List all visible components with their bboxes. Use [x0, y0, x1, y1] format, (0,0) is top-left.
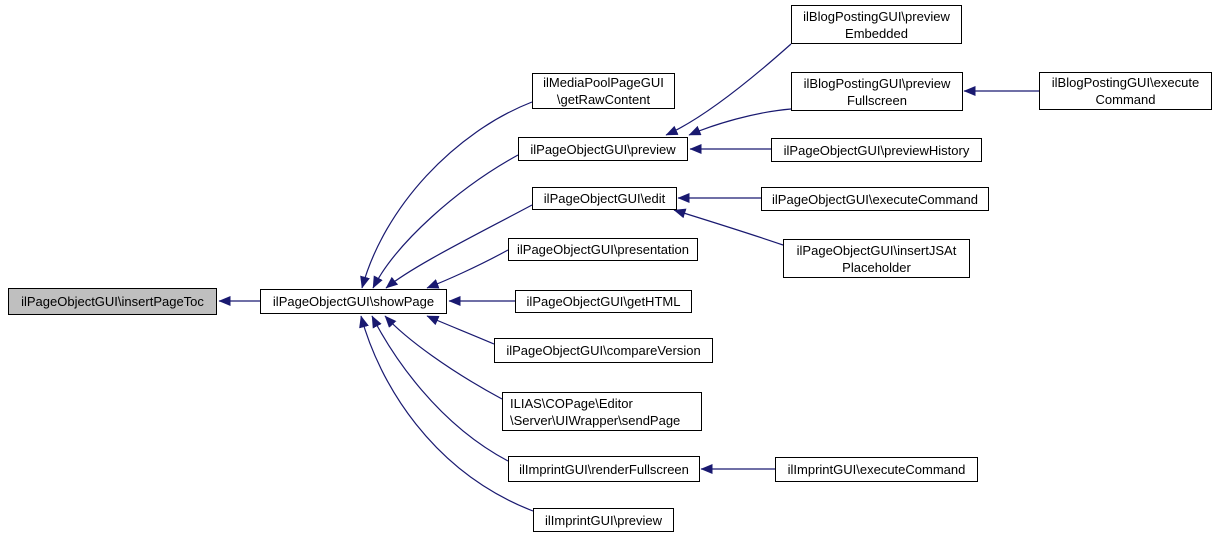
- node-previewEmbedded[interactable]: ilBlogPostingGUI\preview Embedded: [791, 5, 962, 44]
- node-imprintPreview[interactable]: ilImprintGUI\preview: [533, 508, 674, 532]
- edge-preview-to-showPage: [372, 154, 519, 289]
- node-showPage[interactable]: ilPageObjectGUI\showPage: [260, 289, 447, 314]
- node-preview[interactable]: ilPageObjectGUI\preview: [518, 137, 688, 161]
- node-blogExecuteCommand[interactable]: ilBlogPostingGUI\execute Command: [1039, 72, 1212, 110]
- edge-compareVersion-to-showPage: [426, 315, 495, 345]
- edge-previewFullscreen-to-preview: [688, 108, 792, 136]
- node-previewFullscreen[interactable]: ilBlogPostingGUI\preview Fullscreen: [791, 72, 963, 111]
- node-pageExecuteCommand[interactable]: ilPageObjectGUI\executeCommand: [761, 187, 989, 211]
- edge-renderFullscreen-to-showPage: [371, 315, 509, 462]
- node-renderFullscreen[interactable]: ilImprintGUI\renderFullscreen: [508, 456, 700, 482]
- node-compareVersion[interactable]: ilPageObjectGUI\compareVersion: [494, 338, 713, 363]
- edge-edit-to-showPage: [385, 204, 533, 289]
- edge-insertJSAtPlaceholder-to-edit: [673, 208, 784, 246]
- node-presentation[interactable]: ilPageObjectGUI\presentation: [508, 238, 698, 261]
- edge-imprintPreview-to-showPage: [359, 315, 534, 512]
- node-previewHistory[interactable]: ilPageObjectGUI\previewHistory: [771, 138, 982, 162]
- node-insertJSAtPlaceholder[interactable]: ilPageObjectGUI\insertJSAt Placeholder: [783, 239, 970, 278]
- node-imprintExecuteCommand[interactable]: ilImprintGUI\executeCommand: [775, 457, 978, 482]
- edge-presentation-to-showPage: [426, 249, 509, 289]
- edge-sendPage-to-showPage: [384, 315, 503, 400]
- node-getHTML[interactable]: ilPageObjectGUI\getHTML: [515, 290, 692, 313]
- edge-previewEmbedded-to-preview: [665, 43, 792, 136]
- node-sendPage[interactable]: ILIAS\COPage\Editor \Server\UIWrapper\se…: [502, 392, 702, 431]
- node-insertPageToc: ilPageObjectGUI\insertPageToc: [8, 288, 217, 315]
- edge-getRawContent-to-showPage: [360, 101, 533, 289]
- node-edit[interactable]: ilPageObjectGUI\edit: [532, 187, 677, 210]
- node-getRawContent[interactable]: ilMediaPoolPageGUI \getRawContent: [532, 73, 675, 109]
